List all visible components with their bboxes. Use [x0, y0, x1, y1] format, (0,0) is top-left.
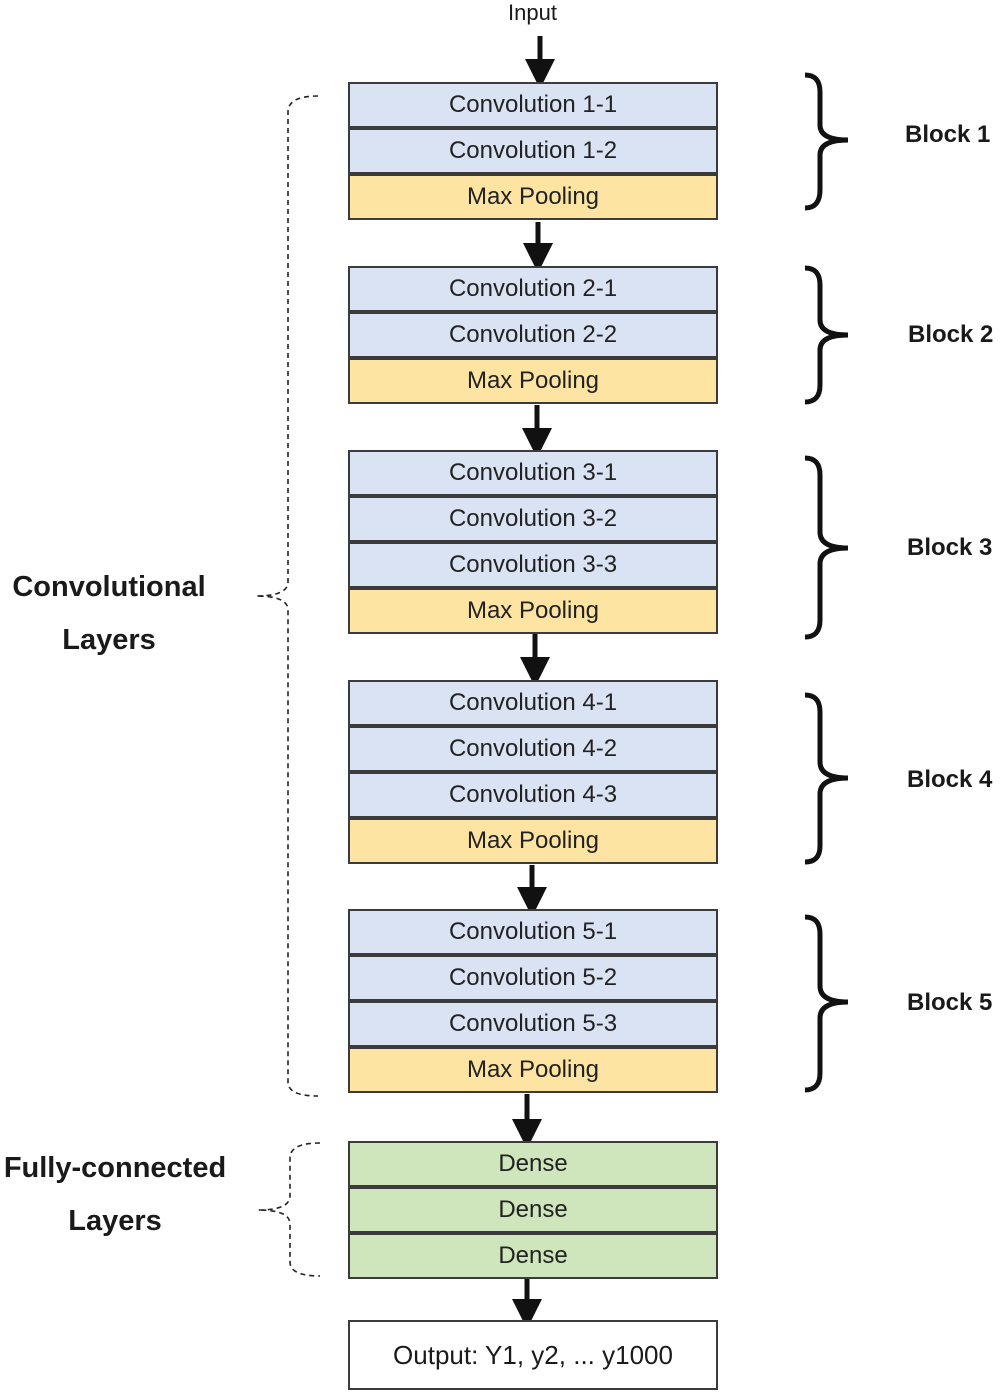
fully-connected-layers-label: Fully-connected Layers [0, 1142, 230, 1248]
block-label-4: Block 4 [907, 766, 993, 793]
block-label-3: Block 3 [907, 534, 993, 561]
layer-convolution-5-3: Convolution 5-3 [348, 1001, 718, 1047]
layer-convolution-5-2: Convolution 5-2 [348, 955, 718, 1001]
layer-convolution-4-2: Convolution 4-2 [348, 726, 718, 772]
layer-max-pooling-3: Max Pooling [348, 588, 718, 634]
layer-convolution-3-1: Convolution 3-1 [348, 450, 718, 496]
layer-convolution-2-1: Convolution 2-1 [348, 266, 718, 312]
layer-convolution-5-1: Convolution 5-1 [348, 909, 718, 955]
output-box: Output: Y1, y2, ... y1000 [348, 1320, 718, 1390]
brace-block-3 [804, 455, 849, 640]
dashed-brace-fully-connected [257, 1142, 321, 1277]
layer-dense-1: Dense [348, 1141, 718, 1187]
brace-block-5 [804, 914, 849, 1093]
fully-connected-layers-label-line2: Layers [68, 1205, 162, 1237]
dashed-brace-convolutional [255, 95, 319, 1097]
layer-max-pooling-2: Max Pooling [348, 358, 718, 404]
convolutional-layers-label: Convolutional Layers [0, 561, 218, 667]
layer-convolution-1-2: Convolution 1-2 [348, 128, 718, 174]
block-label-2: Block 2 [908, 321, 994, 348]
layer-convolution-3-3: Convolution 3-3 [348, 542, 718, 588]
layer-convolution-4-3: Convolution 4-3 [348, 772, 718, 818]
layer-max-pooling-1: Max Pooling [348, 174, 718, 220]
block-label-1: Block 1 [905, 121, 991, 148]
layer-convolution-4-1: Convolution 4-1 [348, 680, 718, 726]
layer-dense-2: Dense [348, 1187, 718, 1233]
convolutional-layers-label-line2: Layers [62, 624, 156, 656]
layer-max-pooling-5: Max Pooling [348, 1047, 718, 1093]
brace-block-1 [804, 72, 849, 211]
brace-block-2 [804, 265, 849, 405]
input-label: Input [508, 0, 557, 25]
layer-convolution-2-2: Convolution 2-2 [348, 312, 718, 358]
block-label-5: Block 5 [907, 989, 993, 1016]
convolutional-layers-label-line1: Convolutional [12, 571, 206, 603]
layer-dense-3: Dense [348, 1233, 718, 1279]
brace-block-4 [804, 692, 849, 865]
layer-max-pooling-4: Max Pooling [348, 818, 718, 864]
layer-convolution-3-2: Convolution 3-2 [348, 496, 718, 542]
layer-convolution-1-1: Convolution 1-1 [348, 82, 718, 128]
fully-connected-layers-label-line1: Fully-connected [3, 1152, 227, 1184]
